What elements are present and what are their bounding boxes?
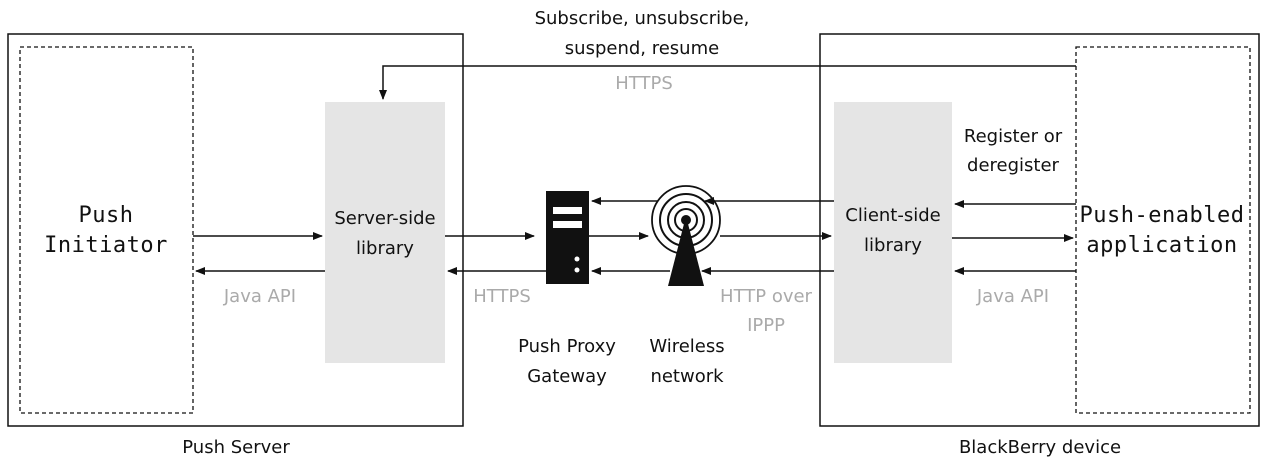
http-over-ippp-label-line1: HTTP over: [720, 286, 813, 307]
client-side-library-label-line2: library: [864, 235, 922, 256]
register-label-line2: deregister: [967, 155, 1060, 176]
push-server-caption: Push Server: [182, 437, 290, 458]
server-side-library-box: [325, 102, 445, 363]
push-initiator-label-line1: Push: [79, 203, 134, 228]
push-initiator-box: [19, 46, 194, 414]
server-side-library-label-line2: library: [356, 238, 414, 259]
subscribe-protocol-label: HTTPS: [615, 73, 673, 94]
push-initiator-label-line2: Initiator: [44, 233, 168, 258]
wireless-tower-icon: [651, 185, 721, 286]
server-side-library-label-line1: Server-side: [334, 208, 435, 229]
push-enabled-application-label-line1: Push-enabled: [1080, 203, 1245, 228]
wireless-network-label-line1: Wireless: [649, 336, 724, 357]
push-proxy-gateway-label-line2: Gateway: [527, 366, 607, 387]
client-side-library-box: [834, 102, 952, 363]
push-server-box: [7, 33, 464, 427]
push-enabled-application-box: [1075, 46, 1251, 414]
push-enabled-application-label-line2: application: [1086, 233, 1237, 258]
subscribe-label-line2: suspend, resume: [565, 38, 719, 59]
push-proxy-gateway-label-line1: Push Proxy: [518, 336, 616, 357]
http-over-ippp-label-line2: IPPP: [747, 315, 785, 336]
wireless-network-label-line2: network: [650, 366, 724, 387]
device-java-api-label: Java API: [976, 286, 1049, 307]
blackberry-device-caption: BlackBerry device: [959, 437, 1121, 458]
gateway-https-label: HTTPS: [473, 286, 531, 307]
subscribe-arrow: [379, 65, 1076, 100]
client-side-library-label-line1: Client-side: [845, 205, 940, 226]
blackberry-device-box: [819, 33, 1260, 427]
server-icon: [546, 191, 589, 284]
subscribe-label-line1: Subscribe, unsubscribe,: [535, 8, 750, 29]
server-java-api-label: Java API: [223, 286, 296, 307]
register-label-line1: Register or: [964, 126, 1063, 147]
